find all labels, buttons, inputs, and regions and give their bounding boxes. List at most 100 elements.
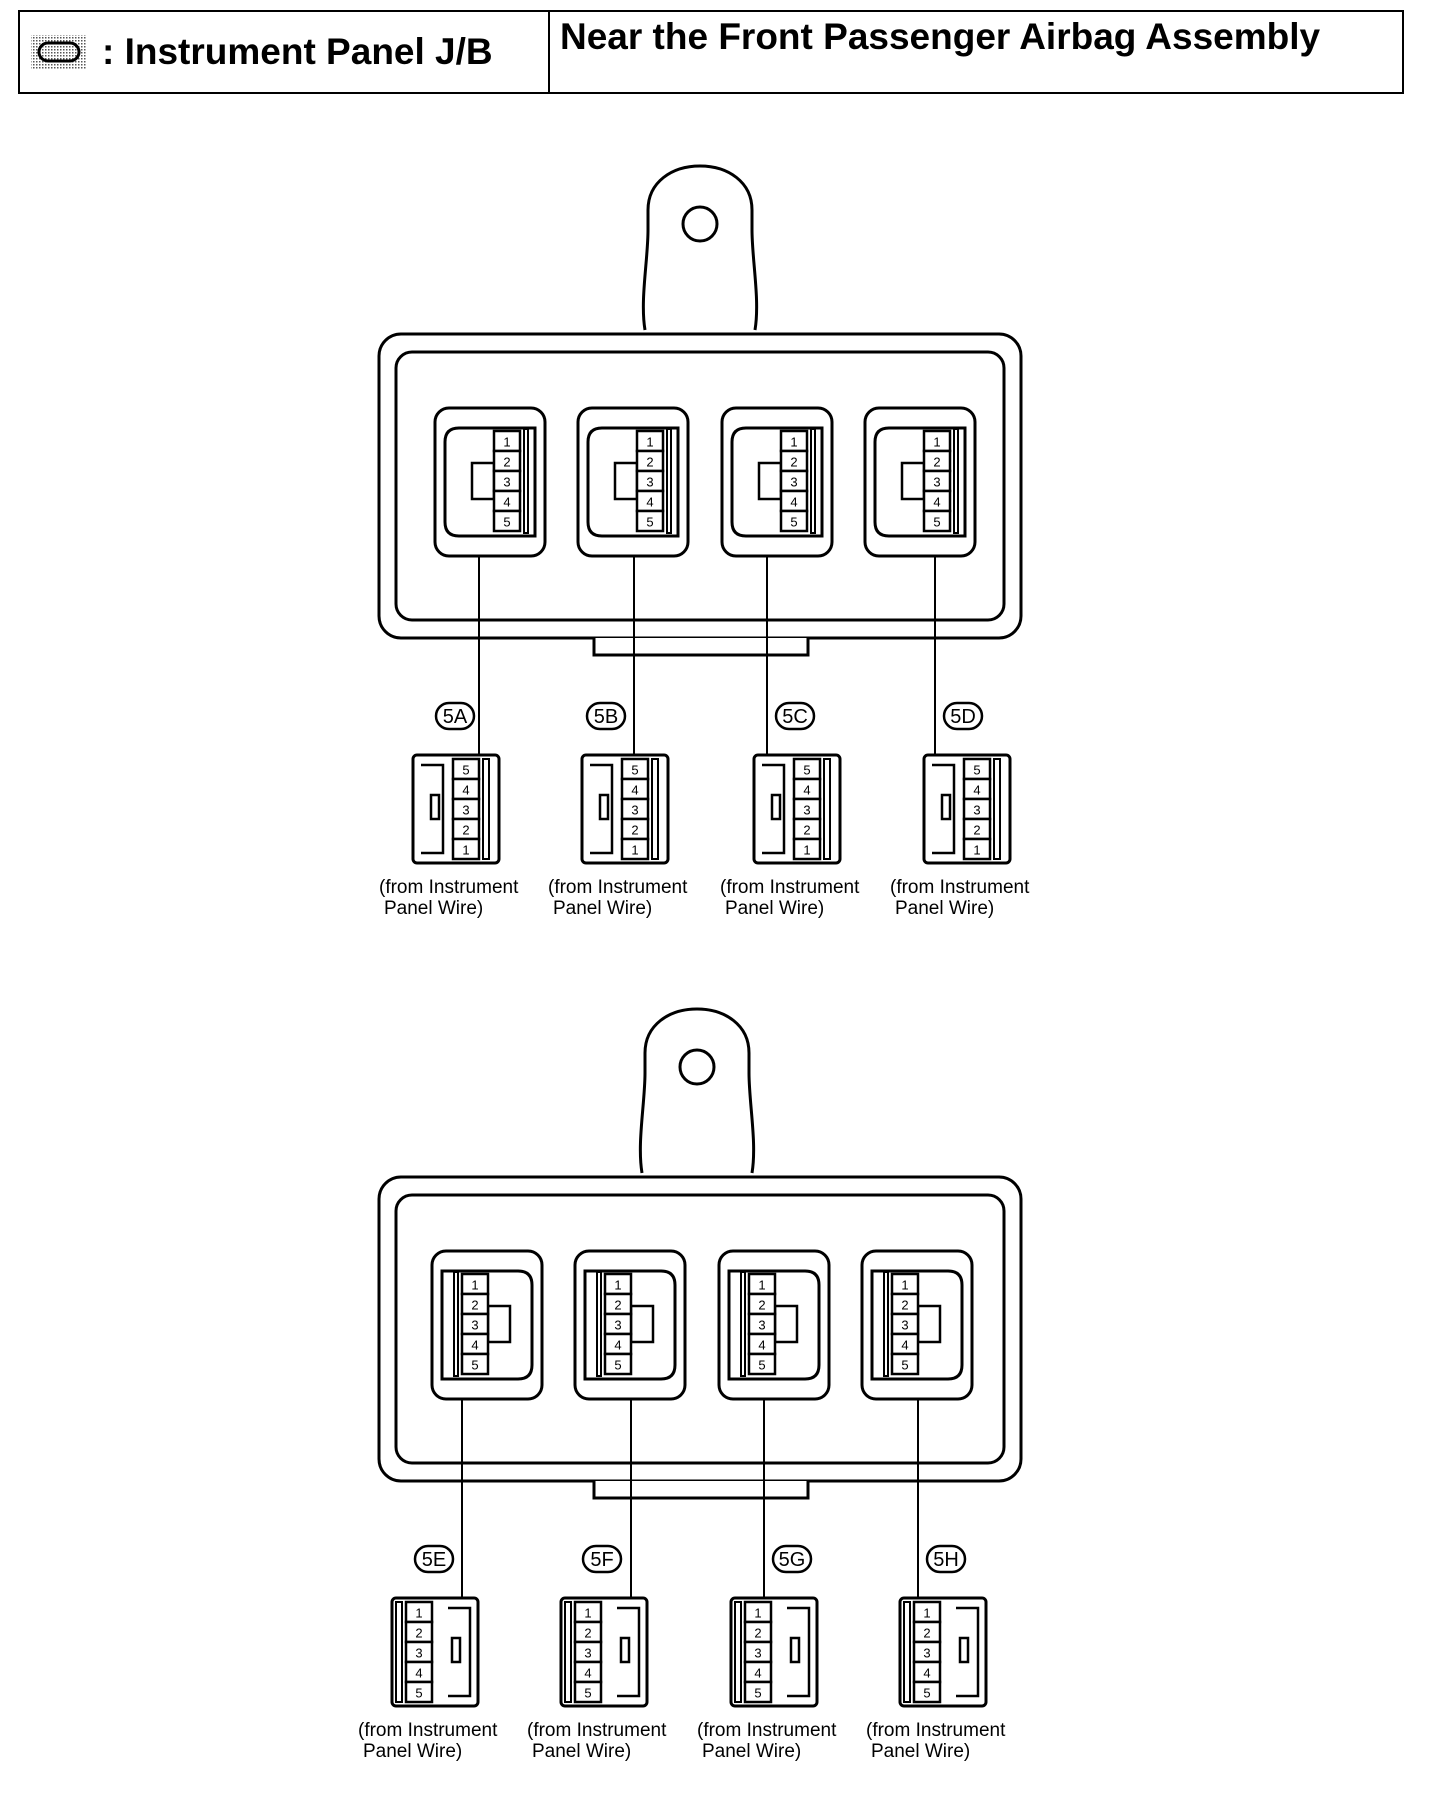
pin-cell	[962, 837, 992, 861]
cavity-rail	[953, 428, 959, 534]
pin-cell	[922, 509, 952, 533]
plug-rail	[564, 1601, 572, 1703]
plug-latch	[429, 793, 441, 821]
pin-number: 5	[758, 1358, 765, 1373]
pin-number: 5	[933, 515, 940, 530]
cavity-shell	[440, 1269, 534, 1381]
pin-number: 3	[803, 803, 810, 818]
pin-number: 1	[754, 1606, 761, 1621]
pin-number: 3	[923, 1646, 930, 1661]
pin-number: 2	[933, 455, 940, 470]
pin-number: 5	[631, 763, 638, 778]
plug-rail	[993, 758, 1001, 860]
plug-latch	[958, 1636, 970, 1664]
connector-code-badge	[585, 701, 627, 731]
caption-line1: (from Instrument	[379, 877, 519, 898]
connector-code-badge	[581, 1544, 623, 1574]
pin-number: 2	[631, 823, 638, 838]
plug-latch	[450, 1636, 462, 1664]
pin-number: 1	[503, 435, 510, 450]
pin-number: 4	[923, 1666, 930, 1681]
pin-number: 5	[646, 515, 653, 530]
pin-number: 4	[973, 783, 980, 798]
pin-number: 1	[584, 1606, 591, 1621]
plug-shell	[762, 763, 786, 855]
plug-rail	[903, 1601, 911, 1703]
connector-code: 5F	[590, 1549, 613, 1571]
pin-cell	[451, 837, 481, 861]
pin-cell	[404, 1680, 434, 1704]
location-title: Near the Front Passenger Airbag Assembly	[560, 16, 1321, 57]
pin-cell	[890, 1352, 920, 1376]
caption-line1: (from Instrument	[890, 877, 1030, 898]
pin-cell	[747, 1352, 777, 1376]
cavity-rail	[596, 1271, 602, 1377]
legend-label: : Instrument Panel J/B	[102, 31, 493, 72]
pin-cell	[573, 1680, 603, 1704]
pin-number: 4	[503, 495, 510, 510]
cavity-rail	[523, 428, 529, 534]
plug-latch	[940, 793, 952, 821]
pin-number: 2	[901, 1298, 908, 1313]
pin-number: 1	[901, 1278, 908, 1293]
caption-line2: Panel Wire)	[895, 898, 994, 919]
pin-number: 3	[584, 1646, 591, 1661]
pin-number: 1	[614, 1278, 621, 1293]
mounting-hole	[678, 1048, 716, 1086]
pin-number: 3	[462, 803, 469, 818]
connector-code: 5H	[933, 1549, 959, 1571]
pin-number: 5	[973, 763, 980, 778]
pin-number: 3	[415, 1646, 422, 1661]
bottom-lug	[592, 1481, 810, 1500]
pin-number: 5	[790, 515, 797, 530]
connector-code: 5A	[443, 706, 468, 728]
pin-number: 4	[415, 1666, 422, 1681]
connector-code: 5B	[594, 706, 618, 728]
pin-number: 5	[614, 1358, 621, 1373]
pin-number: 4	[631, 783, 638, 798]
pin-number: 2	[471, 1298, 478, 1313]
plug-shell	[787, 1606, 811, 1698]
cavity-shell	[727, 1269, 821, 1381]
pin-number: 1	[646, 435, 653, 450]
caption-line1: (from Instrument	[548, 877, 688, 898]
pin-number: 3	[471, 1318, 478, 1333]
jb-inner-frame	[394, 350, 1006, 622]
pin-number: 1	[415, 1606, 422, 1621]
pin-number: 3	[754, 1646, 761, 1661]
cavity-shell	[873, 426, 967, 538]
pin-number: 2	[758, 1298, 765, 1313]
pin-number: 5	[923, 1686, 930, 1701]
connector-code-badge	[942, 701, 984, 731]
cavity-shell	[870, 1269, 964, 1381]
plug-latch	[619, 1636, 631, 1664]
pin-number: 3	[933, 475, 940, 490]
connector-code-badge	[413, 1544, 455, 1574]
bottom-lug	[592, 638, 810, 657]
pin-number: 1	[923, 1606, 930, 1621]
pin-number: 1	[462, 843, 469, 858]
mounting-tab	[638, 1007, 756, 1174]
cavity-rail	[666, 428, 672, 534]
caption-line2: Panel Wire)	[384, 898, 483, 919]
pin-number: 1	[471, 1278, 478, 1293]
connector-code-badge	[774, 701, 816, 731]
pin-number: 5	[754, 1686, 761, 1701]
pin-cell	[620, 837, 650, 861]
pin-number: 4	[584, 1666, 591, 1681]
caption-line2: Panel Wire)	[702, 1741, 801, 1762]
cavity-shell	[586, 426, 680, 538]
pin-number: 2	[462, 823, 469, 838]
jb-inner-frame	[394, 1193, 1006, 1465]
header-table: : Instrument Panel J/B Near the Front Pa…	[18, 10, 1404, 94]
caption-line2: Panel Wire)	[871, 1741, 970, 1762]
plug-shell	[448, 1606, 472, 1698]
cavity-shell	[583, 1269, 677, 1381]
legend-cell: : Instrument Panel J/B	[20, 12, 550, 92]
pin-number: 5	[462, 763, 469, 778]
pin-number: 4	[462, 783, 469, 798]
pin-number: 2	[973, 823, 980, 838]
